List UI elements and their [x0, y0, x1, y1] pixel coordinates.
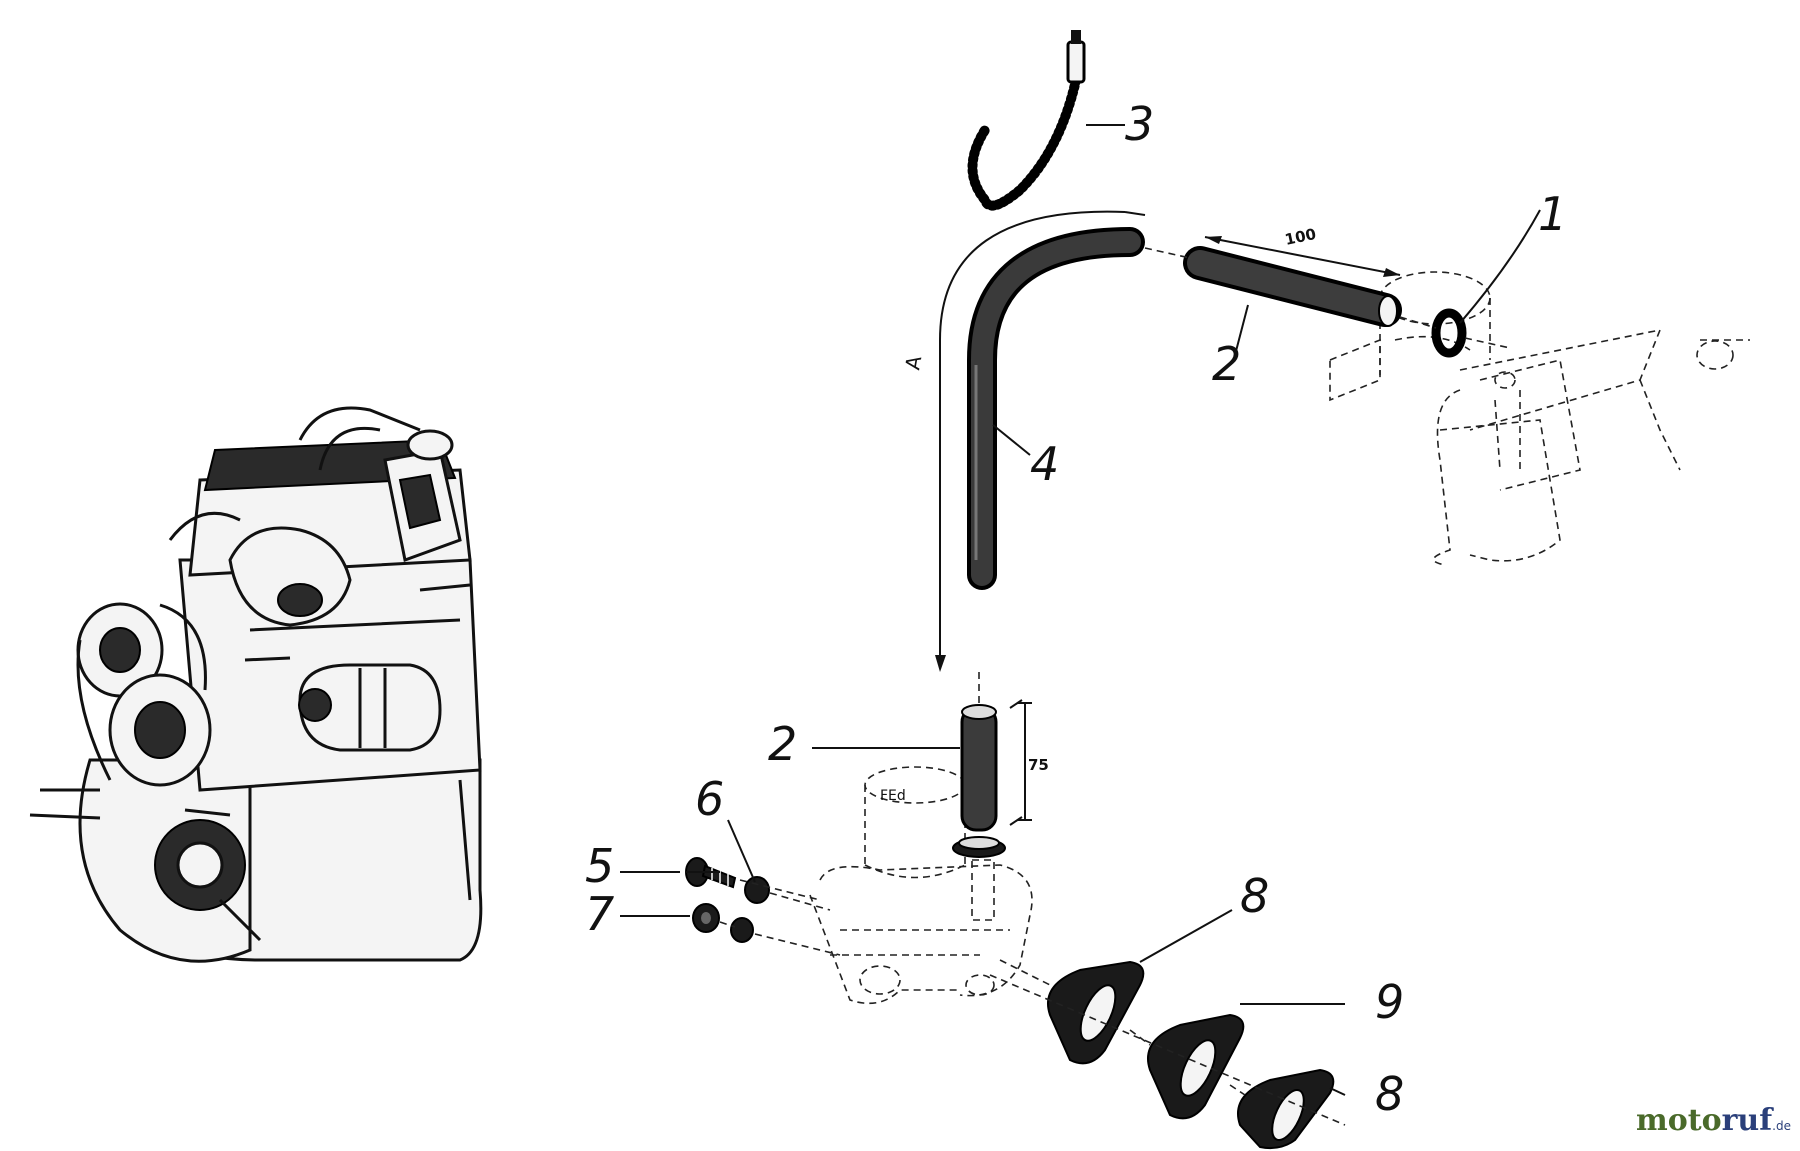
dimension-arc-mark: A [900, 354, 926, 372]
callout-2-horizontal: 2 [1212, 337, 1241, 391]
washer-6 [744, 876, 770, 904]
dimension-75: 75 [1028, 756, 1049, 774]
watermark-part2: ruf [1722, 1103, 1775, 1138]
dimension-100: 100 [1283, 225, 1317, 249]
fuel-hose-short-vertical [952, 672, 1006, 858]
hose-clamp-1 [1399, 308, 1511, 358]
callout-2-vertical: 2 [768, 717, 797, 771]
svg-text:FEd: FEd [880, 788, 906, 804]
callout-7: 7 [585, 887, 614, 941]
dimension-lines [1009, 236, 1401, 826]
callout-3: 3 [1125, 97, 1154, 151]
gasket-9 [1147, 1013, 1245, 1120]
watermark-suffix: .de [1772, 1119, 1791, 1133]
callout-6: 6 [695, 772, 724, 826]
washer-7b [730, 917, 754, 943]
callout-labels: 1 2 2 3 4 5 6 7 8 8 9 [585, 97, 1567, 1121]
nut-7 [692, 903, 720, 933]
callout-9: 9 [1375, 975, 1404, 1029]
gasket-8b [1237, 1068, 1335, 1150]
callout-1: 1 [1538, 187, 1567, 241]
callout-4: 4 [1030, 437, 1059, 491]
callout-8-top: 8 [1240, 869, 1269, 923]
svg-text:motoruf.de: motoruf.de [1636, 1103, 1791, 1138]
engine-illustration [29, 406, 483, 963]
gasket-8a [1047, 960, 1145, 1065]
watermark-logo: motoruf.de [1636, 1103, 1791, 1138]
fuel-hose-bent [935, 210, 1146, 672]
leader-lines [620, 124, 1541, 1096]
fuel-hose-short-horizontal [1144, 246, 1402, 327]
callout-5: 5 [585, 839, 614, 893]
hose-clip-3 [967, 30, 1086, 211]
callout-8-bottom: 8 [1375, 1067, 1404, 1121]
fuel-pump-outline: FEd [809, 766, 1033, 1005]
watermark-part1: moto [1636, 1103, 1722, 1138]
